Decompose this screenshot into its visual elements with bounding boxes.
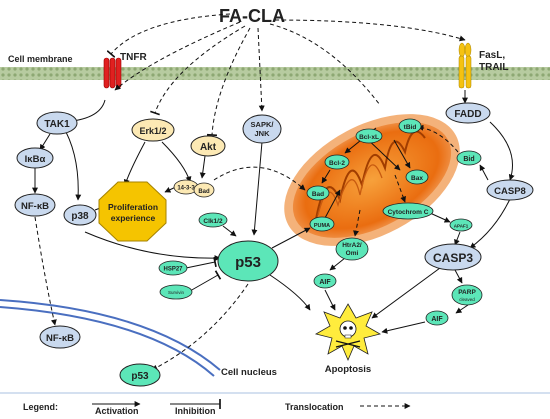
svg-text:Cytochrom C: Cytochrom C bbox=[388, 209, 429, 216]
aif-node-2: AIF bbox=[425, 310, 449, 326]
svg-text:cleaved: cleaved bbox=[459, 297, 475, 302]
svg-text:Bad: Bad bbox=[312, 191, 324, 198]
fas-receptor-icon bbox=[458, 42, 472, 89]
membrane-label: Cell membrane bbox=[8, 54, 73, 64]
svg-text:Bcl-2: Bcl-2 bbox=[329, 160, 345, 167]
tnfr-receptor-icon bbox=[103, 57, 122, 89]
apoptosis-skull-icon bbox=[314, 303, 382, 362]
svg-text:FADD: FADD bbox=[454, 109, 481, 120]
bad-akt-node: Bad bbox=[193, 182, 215, 198]
nucleus-envelope bbox=[0, 299, 221, 377]
svg-text:Proliferation: Proliferation bbox=[108, 202, 158, 212]
tbid-node: tBid bbox=[398, 118, 422, 134]
apaf1-node: APAF1 bbox=[449, 218, 473, 232]
tak1-node: TAK1 bbox=[36, 111, 78, 135]
fadd-node: FADD bbox=[445, 102, 491, 124]
svg-text:SAPK/: SAPK/ bbox=[251, 120, 275, 129]
erk-node: Erk1/2 bbox=[131, 118, 175, 142]
svg-text:Bax: Bax bbox=[411, 175, 423, 182]
svg-text:Bcl-xL: Bcl-xL bbox=[359, 134, 379, 141]
ikba-node: IκBα bbox=[16, 147, 54, 169]
svg-text:JNK: JNK bbox=[254, 129, 270, 138]
casp3-node: CASP3 bbox=[424, 243, 482, 271]
svg-text:Bad: Bad bbox=[198, 189, 210, 195]
aif-node-1: AIF bbox=[313, 273, 337, 289]
nfkb-node: NF-κB bbox=[14, 193, 56, 217]
survivin-node: Survivin bbox=[159, 284, 193, 300]
p53-node: p53 bbox=[217, 240, 279, 282]
svg-text:Bid: Bid bbox=[463, 156, 474, 163]
sapk-jnk-node: SAPK/ JNK bbox=[242, 114, 282, 144]
p38-node: p38 bbox=[63, 204, 97, 226]
fasl-label: FasL, bbox=[479, 50, 505, 61]
trail-label: TRAIL bbox=[479, 62, 508, 73]
apoptosis-label: Apoptosis bbox=[325, 364, 371, 375]
svg-text:IκBα: IκBα bbox=[25, 154, 46, 165]
cytochrome-c-node: Cytochrom C bbox=[382, 202, 434, 220]
bcl2-node: Bcl-2 bbox=[324, 154, 350, 170]
puma-node: PUMA bbox=[309, 216, 335, 232]
svg-text:PUMA: PUMA bbox=[314, 223, 330, 229]
bax-node: Bax bbox=[405, 169, 429, 185]
svg-text:CASP8: CASP8 bbox=[494, 186, 526, 197]
svg-text:CASP3: CASP3 bbox=[433, 251, 473, 265]
svg-text:experience: experience bbox=[111, 213, 156, 223]
svg-text:p53: p53 bbox=[131, 371, 149, 382]
svg-text:NF-κB: NF-κB bbox=[21, 201, 49, 212]
nfkb-nucleus-node: NF-κB bbox=[39, 325, 81, 349]
svg-text:p53: p53 bbox=[235, 254, 261, 271]
casp8-node: CASP8 bbox=[486, 179, 534, 201]
parp-node: PARP cleaved bbox=[451, 284, 483, 306]
svg-text:14-3-3: 14-3-3 bbox=[177, 186, 195, 192]
svg-text:HSP27: HSP27 bbox=[163, 267, 183, 273]
cell-membrane bbox=[0, 67, 550, 80]
svg-text:PARP: PARP bbox=[458, 289, 476, 296]
svg-text:NF-κB: NF-κB bbox=[46, 333, 74, 344]
svg-text:Erk1/2: Erk1/2 bbox=[139, 126, 166, 136]
proliferation-node: Proliferation experience bbox=[98, 181, 167, 242]
svg-text:AIF: AIF bbox=[319, 279, 331, 286]
bad-mito-node: Bad bbox=[306, 185, 330, 201]
svg-text:Omi: Omi bbox=[346, 250, 359, 257]
htra2-node: HtrA2/ Omi bbox=[335, 237, 369, 261]
svg-text:AIF: AIF bbox=[431, 316, 443, 323]
bid-node: Bid bbox=[456, 150, 482, 166]
legend-title: Legend: bbox=[23, 402, 58, 412]
p53-nucleus-node: p53 bbox=[119, 363, 161, 387]
clk-node: Clk1/2 bbox=[198, 212, 228, 228]
akt-node: Akt bbox=[190, 135, 226, 157]
svg-text:p38: p38 bbox=[71, 211, 89, 222]
svg-text:Akt: Akt bbox=[200, 142, 217, 153]
nucleus-label: Cell nucleus bbox=[221, 367, 277, 378]
svg-text:APAF1: APAF1 bbox=[454, 224, 469, 229]
diagram-title: FA-CLA bbox=[219, 6, 285, 26]
svg-text:tBid: tBid bbox=[404, 124, 417, 131]
legend-activation-label: Activation bbox=[95, 406, 139, 416]
bclxl-node: Bcl-xL bbox=[355, 128, 383, 144]
svg-text:Clk1/2: Clk1/2 bbox=[203, 218, 223, 225]
svg-text:HtrA2/: HtrA2/ bbox=[342, 242, 362, 249]
legend-translocation-label: Translocation bbox=[285, 402, 344, 412]
tnfr-label: TNFR bbox=[120, 52, 147, 63]
legend-inhibition-label: Inhibition bbox=[175, 406, 216, 416]
svg-text:TAK1: TAK1 bbox=[44, 119, 70, 130]
hsp27-node: HSP27 bbox=[158, 260, 188, 276]
svg-text:Survivin: Survivin bbox=[168, 290, 185, 295]
